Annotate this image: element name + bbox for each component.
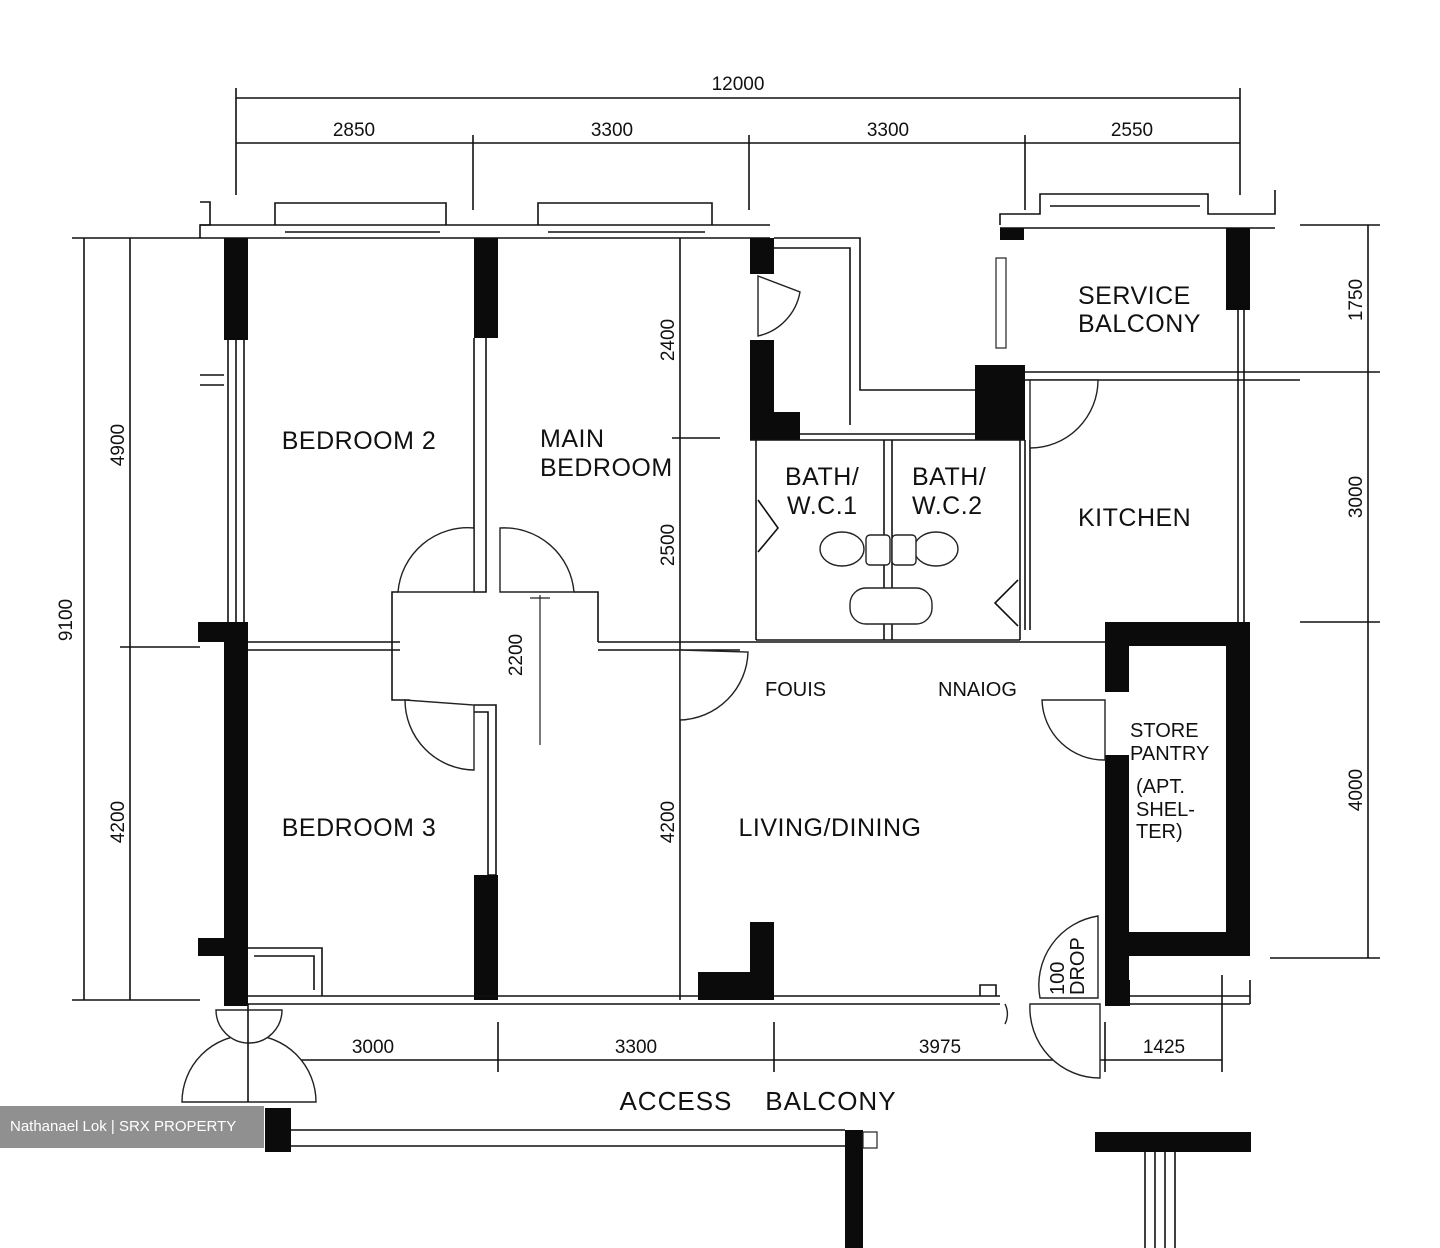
room-kitchen: KITCHEN	[1078, 504, 1191, 532]
room-service-balcony-line1: SERVICE	[1078, 282, 1191, 310]
dim-right-2: 3000	[1346, 476, 1367, 518]
room-bath-1-line2: W.C.1	[787, 492, 858, 520]
room-service-balcony-line2: BALCONY	[1078, 310, 1201, 338]
room-bath-2-line1: BATH/	[912, 463, 986, 491]
dim-right-1: 1750	[1346, 279, 1367, 321]
room-dining: NNAIOG	[938, 679, 1017, 701]
room-main-bedroom-line1: MAIN	[540, 425, 605, 453]
room-store-line4: SHEL-	[1136, 799, 1195, 821]
dim-top-total: 12000	[712, 74, 765, 95]
room-main-bedroom-line2: BEDROOM	[540, 454, 673, 482]
dim-top-4: 2550	[1111, 120, 1153, 141]
refuse-chute-line1: 100	[1047, 962, 1069, 995]
dim-bottom-1: 3000	[352, 1037, 394, 1058]
dim-bottom-3: 3975	[919, 1037, 961, 1058]
room-foyer: FOUIS	[765, 679, 826, 701]
dim-top-3: 3300	[867, 120, 909, 141]
room-bedroom-3: BEDROOM 3	[282, 814, 437, 842]
room-store-line1: STORE	[1130, 720, 1199, 742]
dim-interior-2: 2500	[658, 524, 679, 566]
dimension-lines	[72, 88, 1380, 1072]
dim-left-total: 9100	[56, 599, 77, 641]
dim-top-1: 2850	[333, 120, 375, 141]
dim-top-2: 3300	[591, 120, 633, 141]
room-store-line5: TER)	[1136, 821, 1183, 843]
room-bath-2-line2: W.C.2	[912, 492, 983, 520]
room-living-dining: LIVING/DINING	[739, 814, 922, 842]
dim-right-3: 4000	[1346, 769, 1367, 811]
dim-interior-3: 4200	[658, 801, 679, 843]
dim-left-1: 4900	[108, 424, 129, 466]
watermark: Nathanael Lok | SRX PROPERTY	[0, 1106, 264, 1148]
room-bath-1-line1: BATH/	[785, 463, 859, 491]
dimension-labels: 12000 2850 3300 3300 2550 3000 3300 3975…	[56, 74, 1367, 1058]
room-store-line3: (APT.	[1136, 776, 1185, 798]
walls	[198, 190, 1300, 1248]
room-store-line2: PANTRY	[1130, 743, 1209, 765]
room-bedroom-2: BEDROOM 2	[282, 427, 437, 455]
dim-bottom-2: 3300	[615, 1037, 657, 1058]
access-balcony-label: ACCESS BALCONY	[619, 1086, 896, 1116]
dim-interior-1: 2400	[658, 319, 679, 361]
doors	[181, 274, 1106, 1103]
room-labels: BEDROOM 2 MAIN BEDROOM BATH/ W.C.1 BATH/…	[282, 282, 1210, 1116]
refuse-chute-line2: DROP	[1067, 937, 1089, 995]
dim-interior-4: 2200	[506, 634, 527, 676]
dim-left-2: 4200	[108, 801, 129, 843]
dim-bottom-4: 1425	[1143, 1037, 1185, 1058]
